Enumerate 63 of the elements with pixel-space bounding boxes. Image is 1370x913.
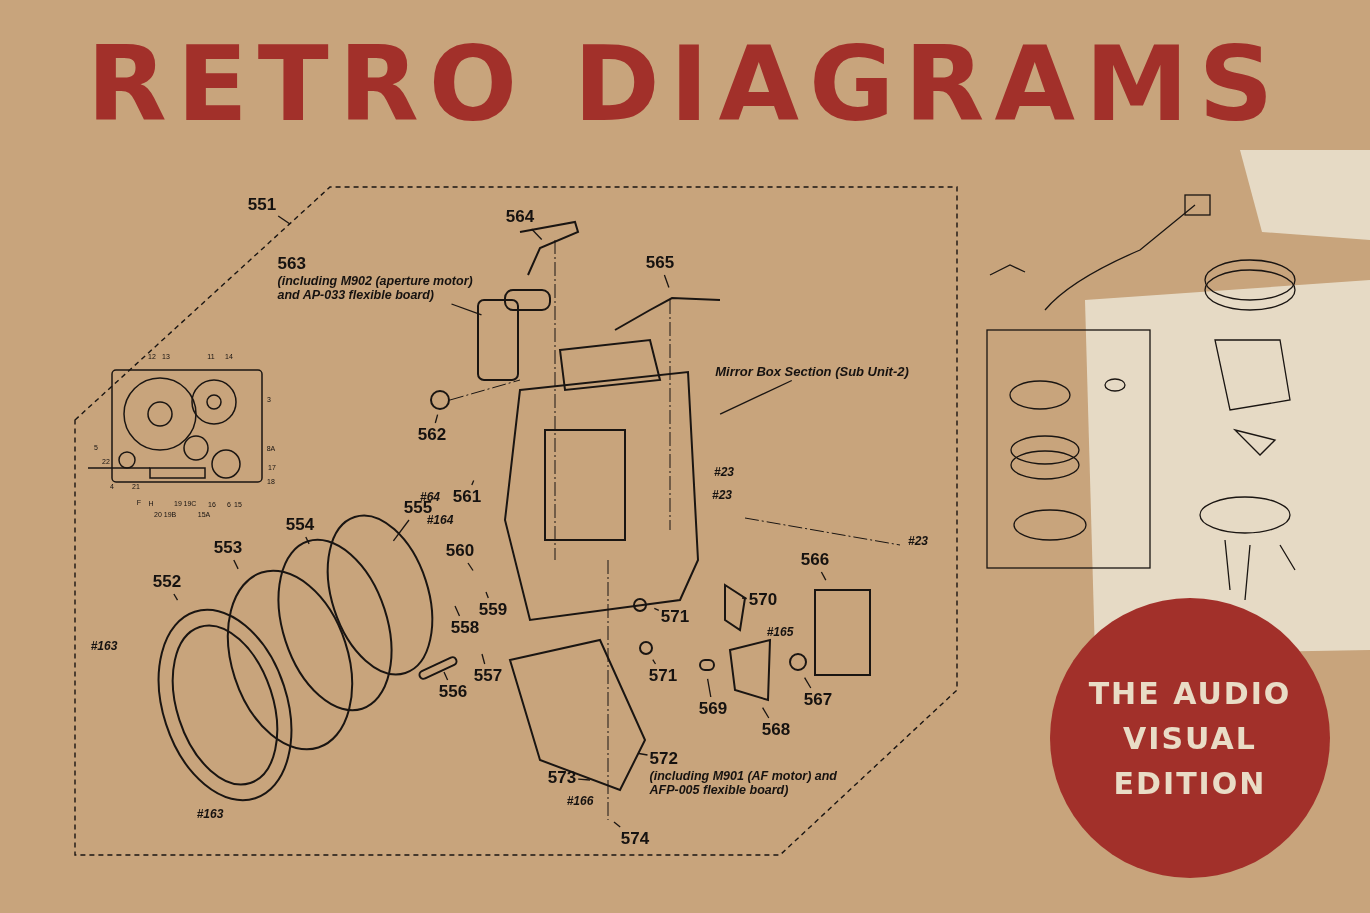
part-number: 573 <box>547 768 577 788</box>
part-number: 565 <box>645 253 675 273</box>
part-number: 556 <box>438 682 468 702</box>
part-number: 553 <box>213 538 243 558</box>
leader-line <box>741 597 748 600</box>
leader-line <box>820 571 827 581</box>
part-number: 564 <box>505 207 535 227</box>
part-number: 566 <box>800 550 830 570</box>
part-number: 569 <box>698 699 728 719</box>
stamp-text: THE AUDIO VISUAL EDITION <box>1087 674 1293 803</box>
screw-number: #166 <box>566 794 594 808</box>
screw-number: #165 <box>766 625 794 639</box>
leader-line <box>450 303 483 316</box>
screw-number: #23 <box>712 488 732 502</box>
leader-line <box>706 678 712 698</box>
leader-line <box>803 677 812 689</box>
leader-line <box>638 752 649 756</box>
part-number: 572 <box>649 749 679 769</box>
poster-title: RETRO DIAGRAMS <box>85 32 1285 136</box>
leader-line <box>471 479 475 486</box>
part-number: 568 <box>761 720 791 740</box>
leader-line <box>434 414 439 424</box>
leader-line <box>761 707 770 719</box>
part-number: 574 <box>620 829 650 849</box>
leader-line <box>663 274 670 289</box>
leader-line <box>719 379 793 415</box>
part-number: 551 <box>247 195 277 215</box>
screw-number: #164 <box>426 513 454 527</box>
part-number: 558 <box>450 618 480 638</box>
section-caption: Mirror Box Section (Sub Unit-2) <box>715 363 909 379</box>
leader-line <box>652 658 657 665</box>
screw-number: #163 <box>90 639 118 653</box>
part-number: 570 <box>748 590 778 610</box>
screw-number: #23 <box>714 465 734 479</box>
leader-line <box>577 778 591 781</box>
leader-line <box>277 215 291 225</box>
leader-line <box>467 562 474 572</box>
part-number: 561 <box>452 487 482 507</box>
leader-line <box>305 536 310 545</box>
leader-line <box>454 605 461 617</box>
leader-line <box>481 653 486 665</box>
leader-line <box>485 591 489 599</box>
part-number: 552 <box>152 572 182 592</box>
leader-line <box>653 607 660 611</box>
leader-line <box>173 593 179 601</box>
part-number: 557 <box>473 666 503 686</box>
part-number: 571 <box>648 666 678 686</box>
leader-line <box>530 228 543 241</box>
leader-line <box>233 559 239 570</box>
leader-line <box>613 821 621 828</box>
part-number: 567 <box>803 690 833 710</box>
leader-line <box>392 519 410 542</box>
screw-number: #23 <box>908 534 928 548</box>
part-number: 559 <box>478 600 508 620</box>
leader-line <box>443 671 449 681</box>
part-number: 554 <box>285 515 315 535</box>
part-number: 562 <box>417 425 447 445</box>
part-number: 563 <box>277 254 307 274</box>
screw-number: #163 <box>196 807 224 821</box>
part-note: (including M902 (aperture motor) and AP-033 flexible board) <box>277 274 474 302</box>
part-number: 571 <box>660 607 690 627</box>
part-note: (including M901 (AF motor) and AFP-005 flexible board) <box>649 769 838 797</box>
part-number: 560 <box>445 541 475 561</box>
